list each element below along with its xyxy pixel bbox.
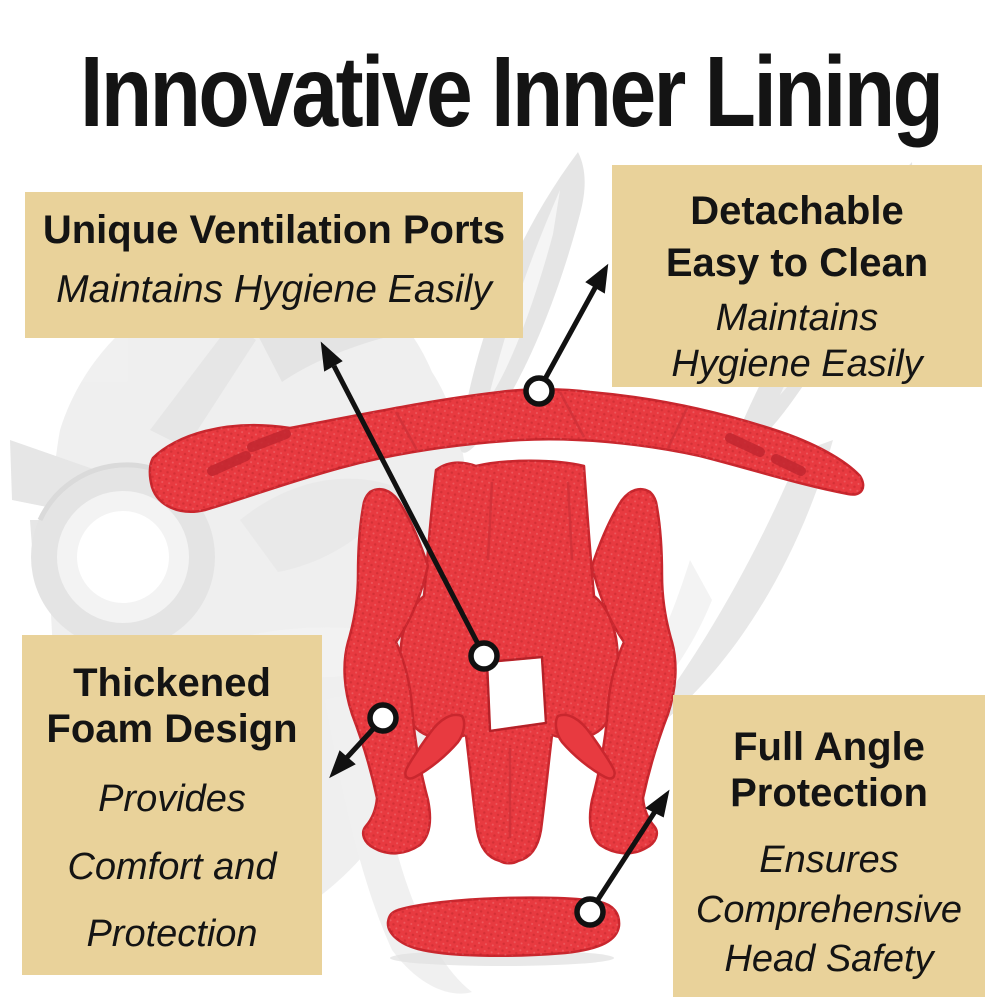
connector-protection — [574, 789, 670, 928]
callout-ventilation: Unique Ventilation Ports Maintains Hygie… — [25, 192, 523, 338]
callout-protection-subtext: Ensures Comprehensive Head Safety — [695, 839, 963, 980]
callout-detachable-heading: Detachable Easy to Clean — [665, 189, 929, 285]
inner-lining-pads — [148, 388, 865, 966]
callout-foam: Thickened Foam Design Provides Comfort a… — [22, 635, 322, 975]
headband-pad — [148, 388, 865, 513]
callout-protection: Full Angle Protection Ensures Comprehens… — [673, 695, 985, 997]
callout-protection-heading: Full Angle Protection — [730, 725, 928, 815]
callout-ventilation-subtext: Maintains Hygiene Easily — [56, 268, 492, 311]
callout-foam-heading: Thickened Foam Design — [46, 661, 298, 751]
connector-detachable — [523, 263, 609, 407]
connector-dot — [523, 375, 555, 407]
connector-ventilation — [320, 341, 500, 672]
page-title: Innovative Inner Lining — [80, 36, 944, 148]
callout-detachable-subtext: Maintains Hygiene Easily — [671, 297, 923, 386]
connector-dot — [574, 896, 606, 928]
connector-dot — [468, 640, 500, 672]
callout-foam-subtext: Provides Comfort and Protection — [67, 778, 277, 956]
connectors — [320, 263, 670, 928]
callout-detachable: Detachable Easy to Clean Maintains Hygie… — [612, 165, 982, 387]
connector-dot — [367, 702, 399, 734]
crown-pad — [343, 459, 677, 865]
callout-ventilation-heading: Unique Ventilation Ports — [42, 208, 506, 252]
connector-foam — [329, 702, 399, 779]
brow-pad — [386, 896, 621, 966]
